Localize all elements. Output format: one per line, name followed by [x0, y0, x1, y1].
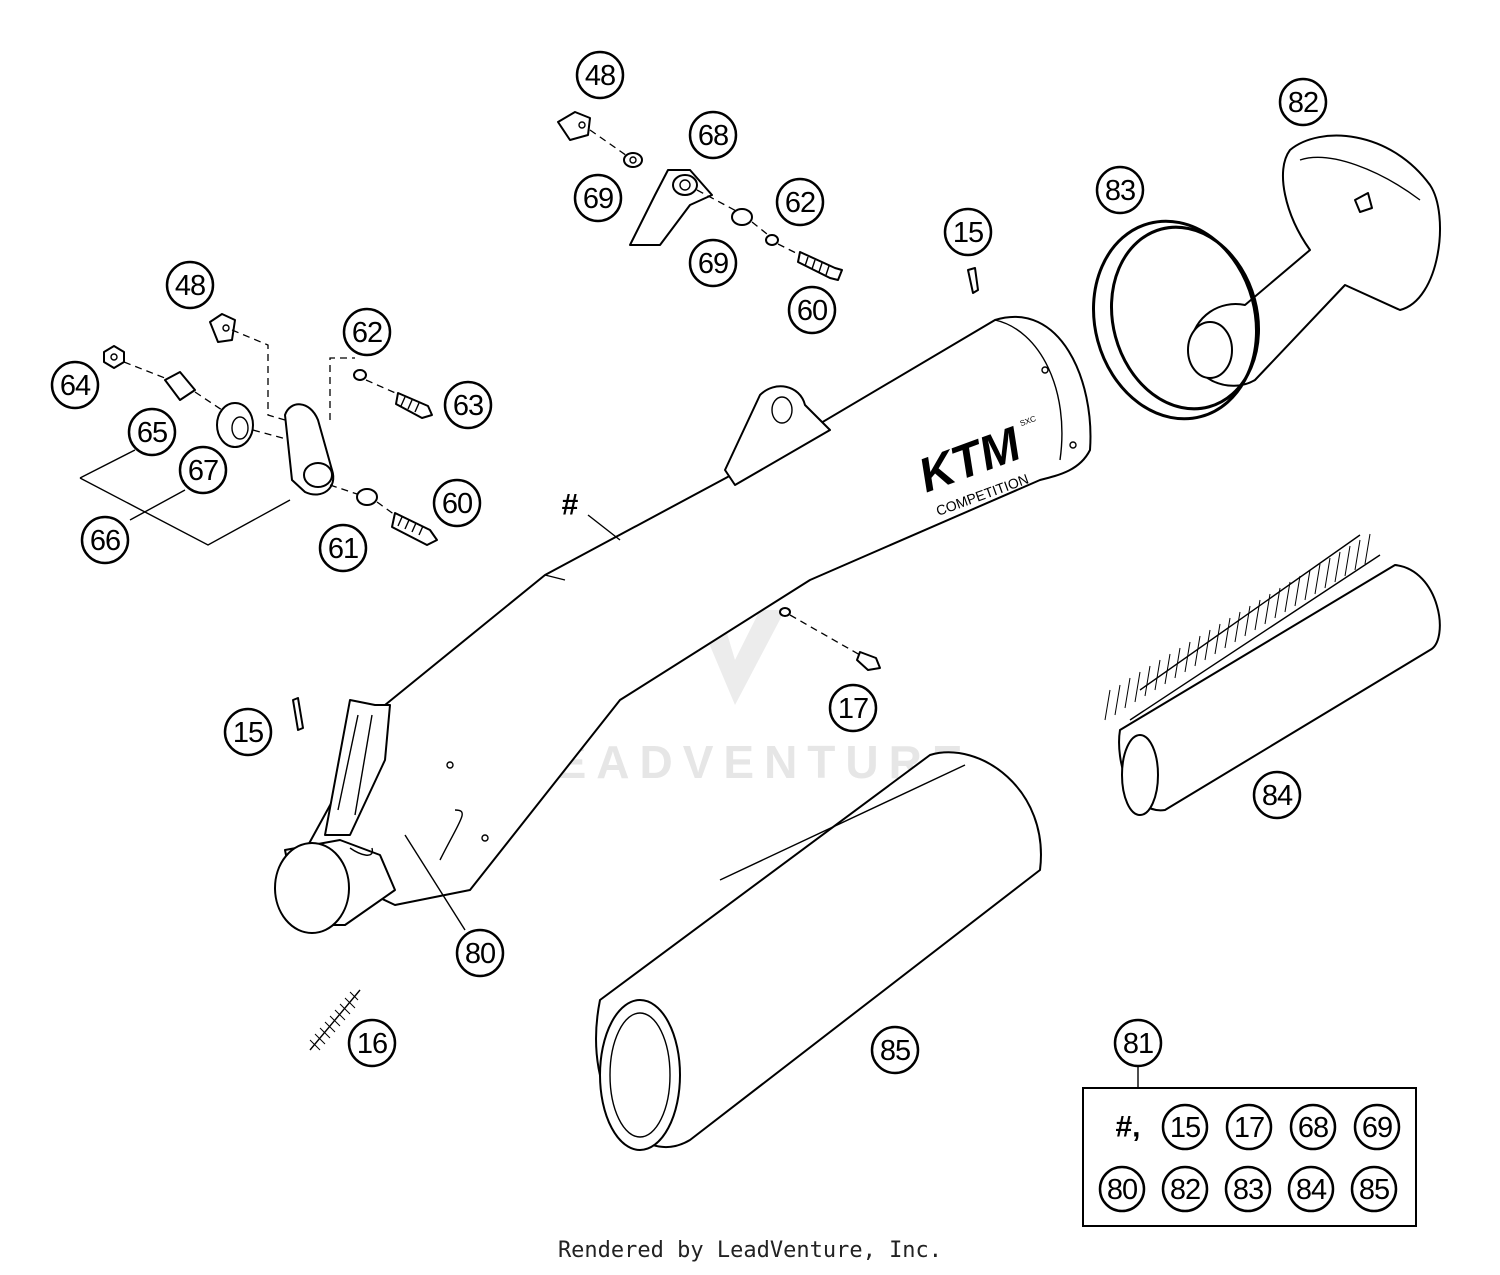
silencer-body [274, 315, 1092, 934]
callout-c48a: 48 [575, 50, 625, 100]
callout-c62b: 62 [342, 307, 392, 357]
callout-c69b: 69 [688, 238, 738, 288]
svg-text:67: 67 [188, 455, 218, 487]
kit-callout-80: 80 [1098, 1165, 1146, 1213]
watermark-text: LEADVENTURE [517, 736, 972, 788]
kit-callout-69: 69 [1353, 1103, 1401, 1151]
svg-text:80: 80 [465, 938, 495, 970]
callout-c61: 61 [318, 523, 368, 573]
svg-text:69: 69 [1362, 1112, 1392, 1144]
svg-text:68: 68 [1298, 1112, 1328, 1144]
svg-text:62: 62 [785, 187, 815, 219]
kit-callout-17: 17 [1225, 1103, 1273, 1151]
callout-c67: 67 [178, 445, 228, 495]
kit-callout-82: 82 [1161, 1165, 1209, 1213]
svg-text:69: 69 [698, 248, 728, 280]
callouts: 48 68 69 62 69 60 82 83 15 48 62 64 63 65 67 60 66 61 17 15… [50, 50, 1328, 1075]
spring-16 [309, 989, 361, 1051]
callout-c64: 64 [50, 360, 100, 410]
lower-mount-hardware [79, 313, 438, 546]
svg-text:64: 64 [60, 370, 91, 402]
callout-c48b: 48 [165, 260, 215, 310]
svg-text:66: 66 [90, 525, 120, 557]
svg-text:60: 60 [442, 488, 472, 520]
svg-text:15: 15 [1170, 1112, 1200, 1144]
callout-c62a: 62 [775, 177, 825, 227]
kit-box: #, 15 17 68 69 80 82 83 84 85 [1082, 1087, 1417, 1227]
insulation-84 [1104, 533, 1441, 816]
svg-text:63: 63 [453, 390, 483, 422]
svg-text:68: 68 [698, 120, 728, 152]
svg-text:16: 16 [357, 1028, 387, 1060]
leader-lines [404, 514, 1139, 1088]
rivet-top [967, 267, 979, 294]
callout-c80: 80 [455, 928, 505, 978]
callout-c16: 16 [347, 1018, 397, 1068]
svg-text:48: 48 [585, 60, 615, 92]
callout-c81: 81 [1113, 1018, 1163, 1068]
callout-c84: 84 [1252, 770, 1302, 820]
svg-text:15: 15 [233, 717, 263, 749]
svg-text:17: 17 [1234, 1112, 1264, 1144]
svg-text:65: 65 [137, 417, 167, 449]
kit-prefix: #, [1115, 1111, 1140, 1144]
svg-text:84: 84 [1296, 1174, 1327, 1206]
kit-callout-83: 83 [1224, 1165, 1272, 1213]
body-hash-label: # [562, 489, 579, 522]
seal-ring-83 [1092, 219, 1261, 421]
callout-c85: 85 [870, 1025, 920, 1075]
svg-text:15: 15 [953, 217, 983, 249]
end-cap-82 [1187, 134, 1441, 387]
svg-text:82: 82 [1288, 87, 1318, 119]
kit-callout-84: 84 [1287, 1165, 1335, 1213]
kit-row-2: 80 82 83 84 85 [1098, 1165, 1398, 1213]
callout-c65: 65 [127, 407, 177, 457]
kit-callout-15: 15 [1161, 1103, 1209, 1151]
callout-c60b: 60 [432, 478, 482, 528]
kit-callout-68: 68 [1289, 1103, 1337, 1151]
svg-text:62: 62 [352, 317, 382, 349]
svg-text:85: 85 [880, 1035, 910, 1067]
callout-c17: 17 [828, 683, 878, 733]
svg-text:83: 83 [1233, 1174, 1263, 1206]
svg-text:85: 85 [1359, 1174, 1389, 1206]
callout-c66: 66 [80, 515, 130, 565]
screw-17 [779, 607, 881, 671]
callout-c63: 63 [443, 380, 493, 430]
callout-c82: 82 [1278, 77, 1328, 127]
svg-text:82: 82 [1170, 1174, 1200, 1206]
svg-text:83: 83 [1105, 175, 1135, 207]
callout-c15a: 15 [943, 207, 993, 257]
callout-c69a: 69 [573, 173, 623, 223]
callout-c60a: 60 [787, 285, 837, 335]
footer-credit: Rendered by LeadVenture, Inc. [557, 1238, 943, 1263]
callout-c83: 83 [1095, 165, 1145, 215]
svg-text:61: 61 [328, 533, 358, 565]
svg-text:69: 69 [583, 183, 613, 215]
rivet-left [292, 697, 304, 731]
upper-mount-hardware [557, 111, 843, 281]
kit-callout-85: 85 [1350, 1165, 1398, 1213]
svg-text:17: 17 [838, 693, 868, 725]
callout-c68: 68 [688, 110, 738, 160]
kit-row-1: 15 17 68 69 [1161, 1103, 1401, 1151]
svg-text:81: 81 [1123, 1028, 1153, 1060]
packing-85 [595, 751, 1042, 1151]
callout-c15b: 15 [223, 707, 273, 757]
svg-text:48: 48 [175, 270, 205, 302]
svg-text:60: 60 [797, 295, 827, 327]
svg-text:80: 80 [1107, 1174, 1137, 1206]
svg-text:84: 84 [1262, 780, 1293, 812]
